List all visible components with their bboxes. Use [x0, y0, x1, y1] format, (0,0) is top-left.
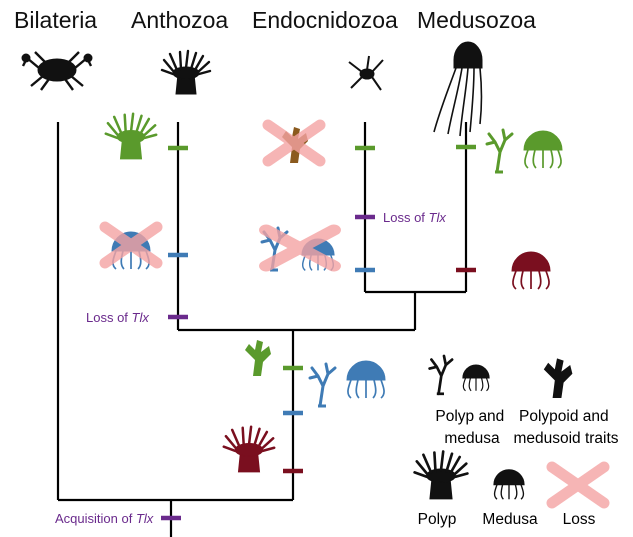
- legend-polypoid-line2: medusoid traits: [513, 430, 618, 447]
- legend-label-polyp-medusa: Polyp and medusa: [435, 408, 508, 447]
- legend-label-medusa: Medusa: [482, 511, 538, 528]
- legend-polyp-medusa-line2: medusa: [444, 430, 500, 447]
- endocnidozoa-polypoid-lost-icon: [268, 125, 320, 163]
- loss-prefix: Loss of: [383, 210, 429, 225]
- legend-label-loss: Loss: [563, 511, 596, 528]
- legend-polyp-icon: [415, 452, 468, 499]
- medusozoa-medusa-icon: [512, 252, 550, 289]
- cnidaria-polypoid-icon: [245, 340, 271, 376]
- acquisition-prefix: Acquisition of: [55, 511, 136, 526]
- event-ticks: [161, 147, 476, 518]
- sea-anemone-icon: [162, 51, 210, 94]
- legend-polyp-medusa-icon: [430, 356, 490, 394]
- annotation-acquisition-tlx: Acquisition of Tlx: [55, 511, 154, 526]
- taxon-label-bilateria: Bilateria: [14, 7, 97, 33]
- cnidaria-polyp-medusa-icon: [310, 361, 385, 406]
- gene-name: Tlx: [132, 310, 150, 325]
- medusozoa-polyp-medusa-icon: [487, 130, 562, 172]
- legend-medusa-icon: [494, 470, 524, 500]
- taxon-label-medusozoa: Medusozoa: [417, 7, 536, 33]
- endocnidozoa-polyp-medusa-lost-icon: [262, 228, 334, 270]
- gene-name: Tlx: [429, 210, 447, 225]
- jellyfish-icon: [434, 42, 482, 136]
- crab-icon: [22, 52, 92, 90]
- legend: Polyp and medusa Polypoid and medusoid t…: [415, 356, 619, 528]
- annotation-loss-tlx-endocnidozoa: Loss of Tlx: [383, 210, 446, 225]
- legend-polypoid-line1: Polypoid and: [519, 408, 609, 425]
- legend-polypoid-icon: [544, 358, 573, 398]
- annotation-loss-tlx-anthozoa: Loss of Tlx: [86, 310, 149, 325]
- taxon-label-endocnidozoa: Endocnidozoa: [252, 7, 398, 33]
- anthozoa-medusa-lost-icon: [105, 227, 157, 269]
- loss-prefix: Loss of: [86, 310, 132, 325]
- cnidaria-polyp-icon: [224, 427, 274, 472]
- tree-branches: [58, 122, 466, 537]
- myxozoan-spore-icon: [349, 56, 383, 90]
- gene-name: Tlx: [136, 511, 154, 526]
- taxon-label-anthozoa: Anthozoa: [131, 7, 228, 33]
- legend-label-polyp: Polyp: [418, 511, 457, 528]
- anthozoa-polyp-icon: [106, 114, 156, 159]
- legend-polyp-medusa-line1: Polyp and: [435, 408, 504, 425]
- legend-label-polypoid-medusoid: Polypoid and medusoid traits: [513, 408, 618, 447]
- legend-loss-icon: [552, 467, 604, 503]
